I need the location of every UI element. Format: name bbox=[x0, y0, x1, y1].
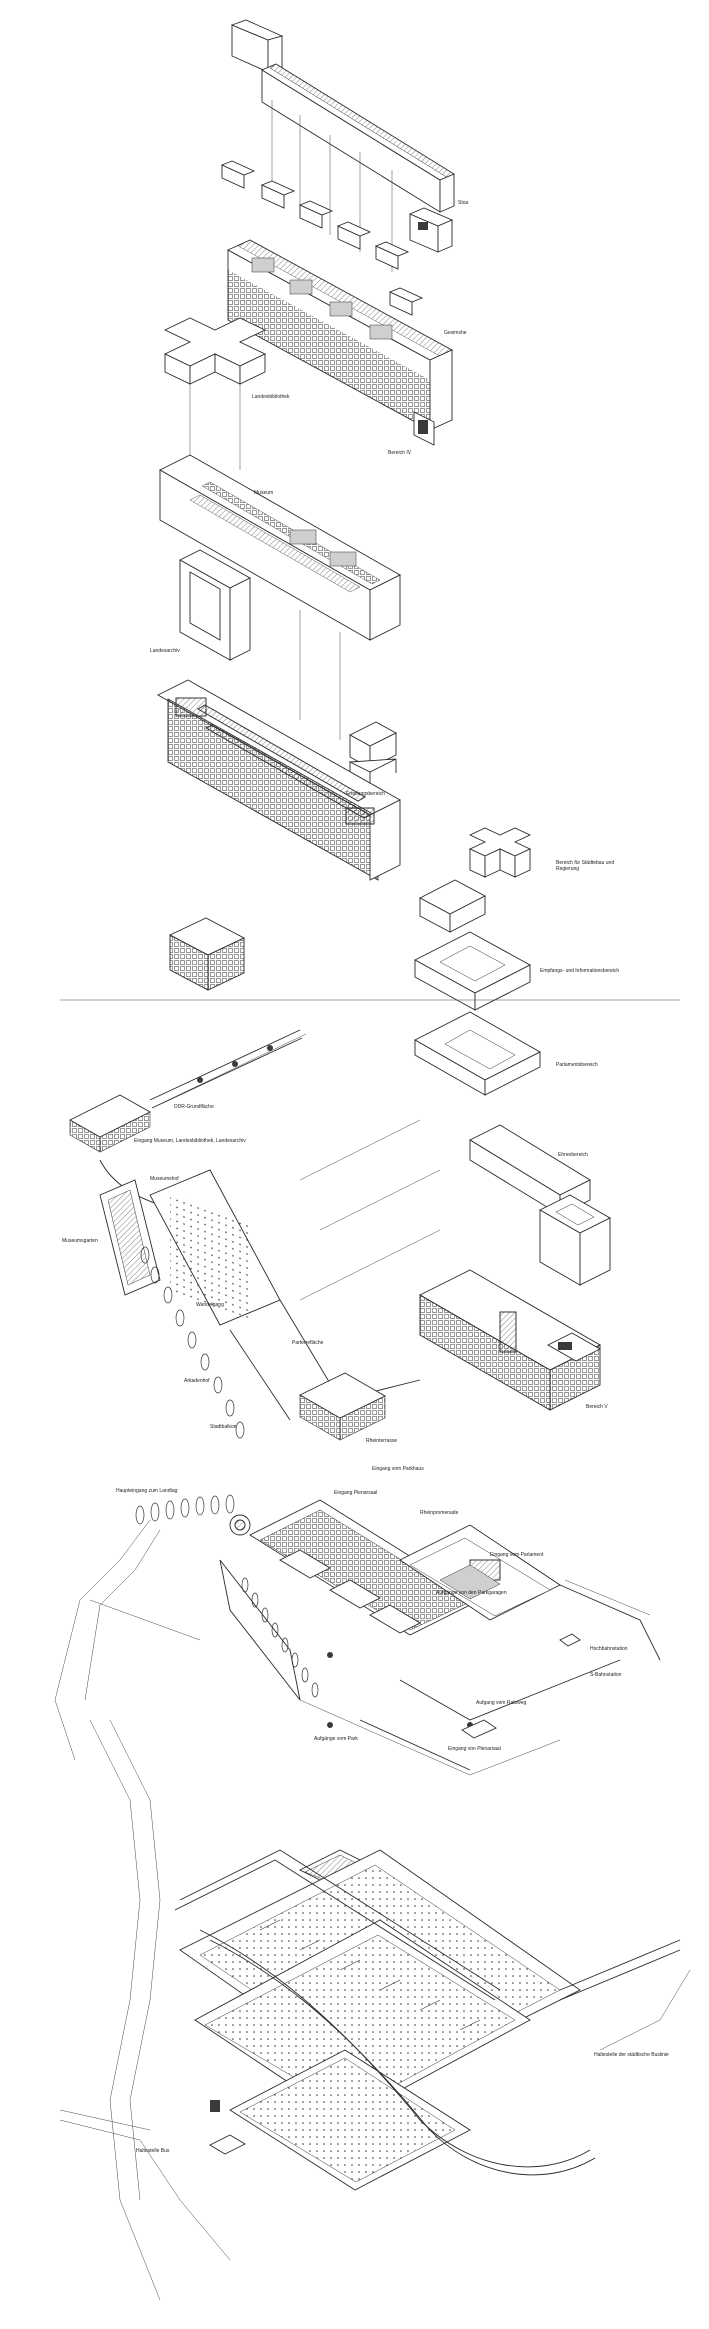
label-eingang-plenarsaal-2: Eingang von Plenarsaal bbox=[448, 1746, 501, 1752]
label-landesbibliothek: Landesbibliothek bbox=[252, 394, 290, 400]
ehrenbereich-block bbox=[469, 1124, 611, 1286]
label-aufgaenge-park: Aufgänge vom Park bbox=[314, 1736, 358, 1742]
label-bereich-iv: Bereich IV bbox=[388, 450, 412, 456]
landesarchiv-block bbox=[179, 549, 251, 661]
label-eingang-parkhaus: Eingang vom Parkhaus bbox=[372, 1466, 424, 1472]
label-wandelgang: Wandelgang bbox=[196, 1302, 224, 1308]
label-parlament: Parlamentsbereich bbox=[556, 1062, 598, 1068]
label-empfangsbereich: Empfangsbereich bbox=[346, 791, 385, 797]
parlament-block bbox=[414, 1011, 541, 1096]
label-stadtbalkon: Stadtbalkon bbox=[210, 1424, 237, 1430]
label-haltestelle-buslinie: Haltestelle der städtische Buslinie bbox=[594, 2052, 669, 2058]
label-haltestelle-bus: Haltestelle Bus bbox=[136, 2148, 170, 2154]
site-plan-landtag bbox=[54, 1494, 661, 1776]
label-rheinterrasse: Rheinterrasse bbox=[366, 1438, 398, 1444]
empfangsbereich-block bbox=[348, 721, 397, 786]
label-aufgaenge-parkgaragen: Aufgänge von den Parkgaragen bbox=[436, 1590, 507, 1596]
label-haupteingang-landtag: Haupteingang zum Landtag bbox=[116, 1488, 178, 1494]
site-plan-lower bbox=[59, 1719, 691, 2301]
label-eingang-museum: Eingang Museum, Landesbibliothek, Landes… bbox=[134, 1138, 246, 1144]
stoa-block bbox=[230, 19, 455, 272]
stoa-pavilions bbox=[220, 160, 424, 316]
label-ehrenbereich: Ehrenbereich bbox=[558, 1152, 588, 1158]
bereich-v-block bbox=[419, 1269, 601, 1411]
museum-block bbox=[159, 454, 401, 740]
label-museum: Museum bbox=[254, 490, 274, 496]
label-eingang-parlament: Eingang vom Parlament bbox=[490, 1552, 544, 1558]
label-museumsgarten: Museumsgarten bbox=[62, 1238, 98, 1244]
kaufhaus-block bbox=[168, 917, 246, 991]
museum-detail-block bbox=[157, 679, 401, 881]
label-empfang-info: Empfangs- und Informationsbereich bbox=[540, 968, 620, 974]
label-s-bahnstation: S-Bahnstation bbox=[590, 1672, 622, 1678]
label-bereich-v: Bereich V bbox=[586, 1404, 608, 1410]
label-regierung: Bereich für Städtebau und Regierung bbox=[556, 860, 615, 872]
empfang-info-block bbox=[414, 931, 531, 1011]
label-eingang-plenarsaal: Eingang Plenarsaal bbox=[334, 1490, 378, 1496]
label-ddr-grundflaeche: DDR-Grundfläche bbox=[174, 1104, 214, 1110]
bereich-iv-block bbox=[226, 239, 454, 446]
label-parterreflaeche: Parterrefläche bbox=[292, 1340, 324, 1346]
label-rheinpromenade: Rheinpromenade bbox=[420, 1510, 459, 1516]
label-stoa: Stoa bbox=[458, 200, 469, 206]
site-plan-upper bbox=[60, 999, 680, 1441]
label-aufgang-ratsweg: Aufgang vom Ratsweg bbox=[476, 1700, 527, 1706]
label-hochbahnstation: Hochbahnstation bbox=[590, 1646, 628, 1652]
label-gesimshe: Gesimshe bbox=[444, 330, 467, 336]
label-arkadenhof: Arkadenhof bbox=[184, 1378, 210, 1384]
landesbibliothek-block bbox=[163, 317, 267, 470]
regierung-cross bbox=[419, 827, 532, 933]
label-landesarchiv: Landesarchiv bbox=[150, 648, 180, 654]
label-museumshof: Museumshof bbox=[150, 1176, 179, 1182]
